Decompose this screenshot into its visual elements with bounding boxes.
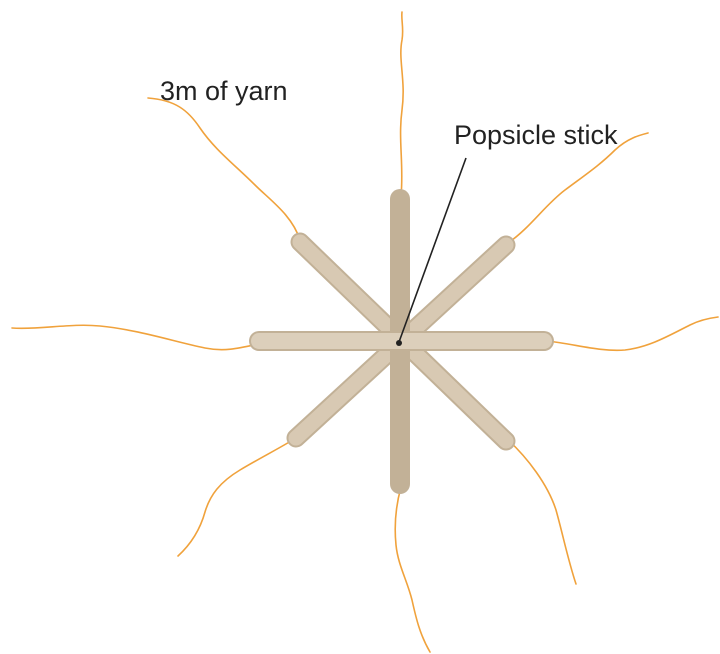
yarn-strand-right — [547, 317, 718, 350]
yarn-strand-bottom-left — [178, 438, 296, 556]
center-point — [396, 340, 402, 346]
popsicle-stick-label: Popsicle stick — [454, 122, 618, 149]
yarn-strand-top-left — [148, 98, 300, 240]
yarn-strand-bottom — [395, 487, 430, 652]
yarn-strand-left — [12, 325, 258, 349]
yarn-strand-bottom-right — [506, 438, 576, 584]
yarn-label: 3m of yarn — [160, 78, 288, 105]
yarn-strand-top — [401, 12, 404, 196]
